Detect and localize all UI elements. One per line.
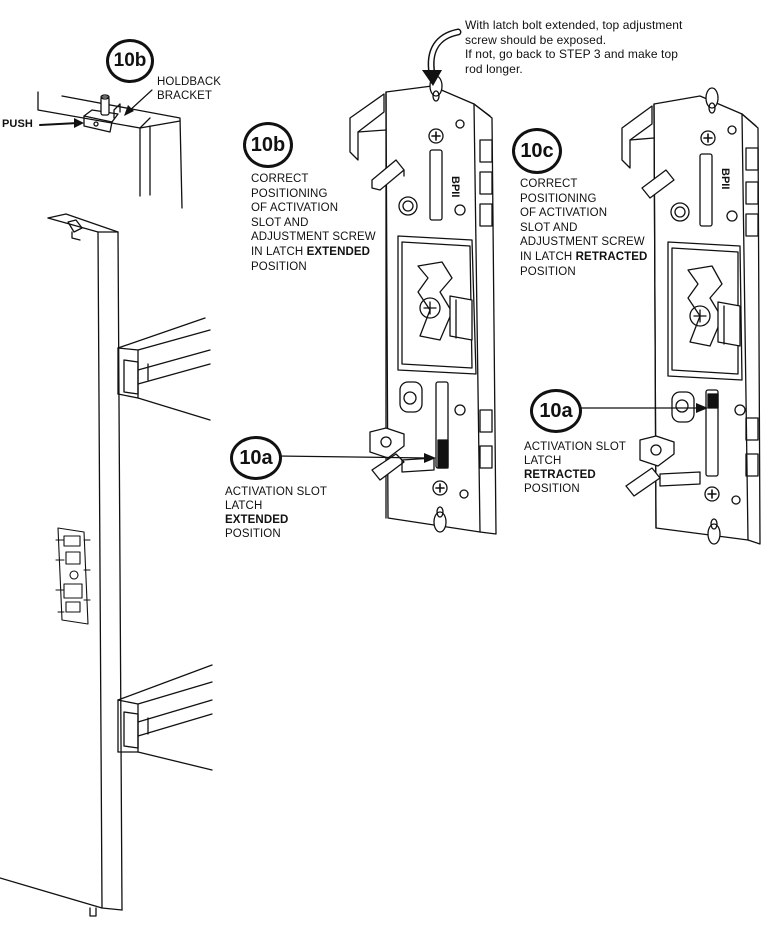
top-note-line-4: rod longer. (465, 61, 523, 76)
caption-10c-line-4: SLOT AND (520, 221, 578, 234)
door-latch-assembly (55, 527, 91, 625)
caption-10b: CORRECT POSITIONING OF ACTIVATION SLOT A… (251, 172, 376, 274)
callout-retracted-line-4: POSITION (524, 483, 580, 495)
holdback-bracket (83, 94, 121, 133)
step-badge-10a-retracted: 10a (530, 389, 582, 433)
push-arrow (39, 118, 84, 128)
door-top-edge (37, 91, 183, 209)
leader-arrow-extended (276, 453, 436, 463)
callout-retracted-line-2: LATCH (524, 455, 562, 467)
holdback-leader-arrow (124, 89, 153, 116)
callout-extended-line-1: ACTIVATION SLOT (225, 486, 328, 498)
callout-extended-bold: EXTENDED (225, 514, 289, 526)
caption-10b-line-2: POSITIONING (251, 187, 328, 200)
plate-label-retracted: BPII (719, 168, 731, 189)
strike-plate-extended: BPII (349, 75, 497, 535)
callout-retracted-bold: RETRACTED (524, 469, 596, 481)
strike-plate-retracted: BPII (621, 87, 761, 545)
top-note-line-3: If not, go back to STEP 3 and make top (465, 47, 679, 61)
holdback-label-line-1: HOLDBACK (157, 76, 222, 88)
caption-10c-line-3: OF ACTIVATION (520, 207, 608, 220)
plate-label-extended: BPII (449, 176, 461, 197)
leader-arrow-retracted (577, 403, 708, 413)
callout-extended-text: ACTIVATION SLOT LATCH EXTENDED POSITION (225, 485, 327, 541)
step-badge-10b: 10b (243, 122, 293, 168)
door-panel (0, 213, 123, 917)
top-screw-arrow (422, 28, 462, 86)
callout-extended-line-3: EXTENDED (225, 513, 327, 527)
caption-10c: CORRECT POSITIONING OF ACTIVATION SLOT A… (520, 177, 647, 279)
caption-10c-line-2: POSITIONING (520, 192, 597, 205)
callout-retracted-line-1: ACTIVATION SLOT (524, 441, 627, 453)
top-note-line-2: screw should be exposed. (465, 32, 607, 47)
caption-10c-line-5: ADJUSTMENT SCREW (520, 236, 645, 249)
frame-rail-lower (117, 664, 213, 771)
step-badge-holdback: 10b (106, 39, 154, 83)
frame-rail-upper (117, 317, 211, 421)
caption-10b-line-5: ADJUSTMENT SCREW (251, 231, 376, 244)
caption-10c-line-7: POSITION (520, 265, 576, 278)
callout-retracted-line-3: RETRACTED (524, 468, 626, 482)
caption-10b-line-4: SLOT AND (251, 216, 309, 229)
step-badge-10a-extended: 10a (230, 436, 282, 480)
caption-10b-line-7: POSITION (251, 260, 307, 273)
holdback-label-line-2: BRACKET (157, 90, 213, 102)
callout-extended-line-2: LATCH (225, 500, 263, 512)
callout-retracted-text: ACTIVATION SLOT LATCH RETRACTED POSITION (524, 440, 626, 496)
top-note-line-1: With latch bolt extended, top adjustment (465, 18, 683, 32)
caption-10b-line-6: IN LATCH EXTENDED (251, 245, 376, 260)
caption-10b-line-1: CORRECT (251, 173, 309, 185)
step-badge-10c: 10c (512, 128, 562, 174)
caption-10c-line-1: CORRECT (520, 178, 578, 190)
caption-10c-line-6-prefix: IN LATCH (520, 250, 576, 263)
caption-10c-bold: RETRACTED (575, 250, 648, 263)
top-note: With latch bolt extended, top adjustment… (465, 18, 682, 76)
caption-10b-line-3: OF ACTIVATION (251, 202, 339, 215)
callout-extended-line-4: POSITION (225, 528, 281, 540)
caption-10b-bold: EXTENDED (306, 245, 371, 258)
caption-10c-line-6: IN LATCH RETRACTED (520, 250, 647, 265)
caption-10b-line-6-prefix: IN LATCH (251, 245, 307, 258)
push-label: PUSH (2, 118, 33, 130)
holdback-label: HOLDBACK BRACKET (157, 75, 221, 103)
